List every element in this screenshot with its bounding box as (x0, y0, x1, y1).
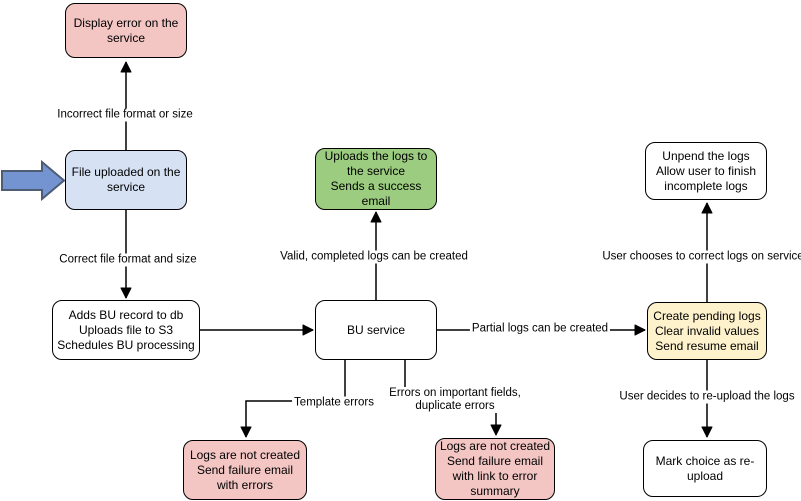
node-bu-service-label: BU service (346, 322, 405, 337)
node-adds-bu-record: Adds BU record to db Uploads file to S3 … (52, 300, 200, 360)
node-logs-not-created-errors-label: Logs are not created Send failure email … (189, 447, 301, 492)
edge-label-partial-logs: Partial logs can be created (469, 322, 611, 336)
node-mark-reupload: Mark choice as re- upload (643, 440, 767, 497)
node-file-uploaded-label: File uploaded on the service (71, 165, 181, 194)
node-logs-not-created-summary-label: Logs are not created Send failure email … (439, 439, 551, 498)
node-unpend-logs-label: Unpend the logs Allow user to finish inc… (655, 148, 757, 193)
input-arrow-icon (1, 159, 66, 202)
edge-label-user-reuploads: User decides to re-upload the logs (617, 390, 797, 404)
node-uploads-logs-label: Uploads the logs to the service Sends a … (324, 149, 428, 208)
edge-label-important-field-errors: Errors on important fields, duplicate er… (387, 387, 523, 413)
node-unpend-logs: Unpend the logs Allow user to finish inc… (645, 142, 767, 200)
edge-label-correct-format: Correct file format and size (57, 253, 199, 267)
node-mark-reupload-label: Mark choice as re- upload (655, 453, 755, 483)
node-bu-service: BU service (315, 300, 437, 360)
node-file-uploaded: File uploaded on the service (65, 150, 187, 210)
node-logs-not-created-errors: Logs are not created Send failure email … (183, 440, 307, 500)
edge-label-valid-logs: Valid, completed logs can be created (278, 250, 470, 264)
node-adds-bu-record-label: Adds BU record to db Uploads file to S3 … (57, 307, 195, 352)
node-create-pending-logs-label: Create pending logs Clear invalid values… (653, 308, 761, 353)
edge-label-template-errors: Template errors (292, 396, 376, 410)
node-logs-not-created-summary: Logs are not created Send failure email … (435, 438, 555, 500)
node-create-pending-logs: Create pending logs Clear invalid values… (647, 302, 767, 360)
node-display-error: Display error on the service (65, 3, 187, 58)
edge-label-user-corrects: User chooses to correct logs on service (600, 250, 801, 264)
node-uploads-logs: Uploads the logs to the service Sends a … (315, 148, 437, 210)
node-display-error-label: Display error on the service (73, 15, 179, 45)
edge-label-incorrect-format: Incorrect file format or size (55, 108, 195, 122)
